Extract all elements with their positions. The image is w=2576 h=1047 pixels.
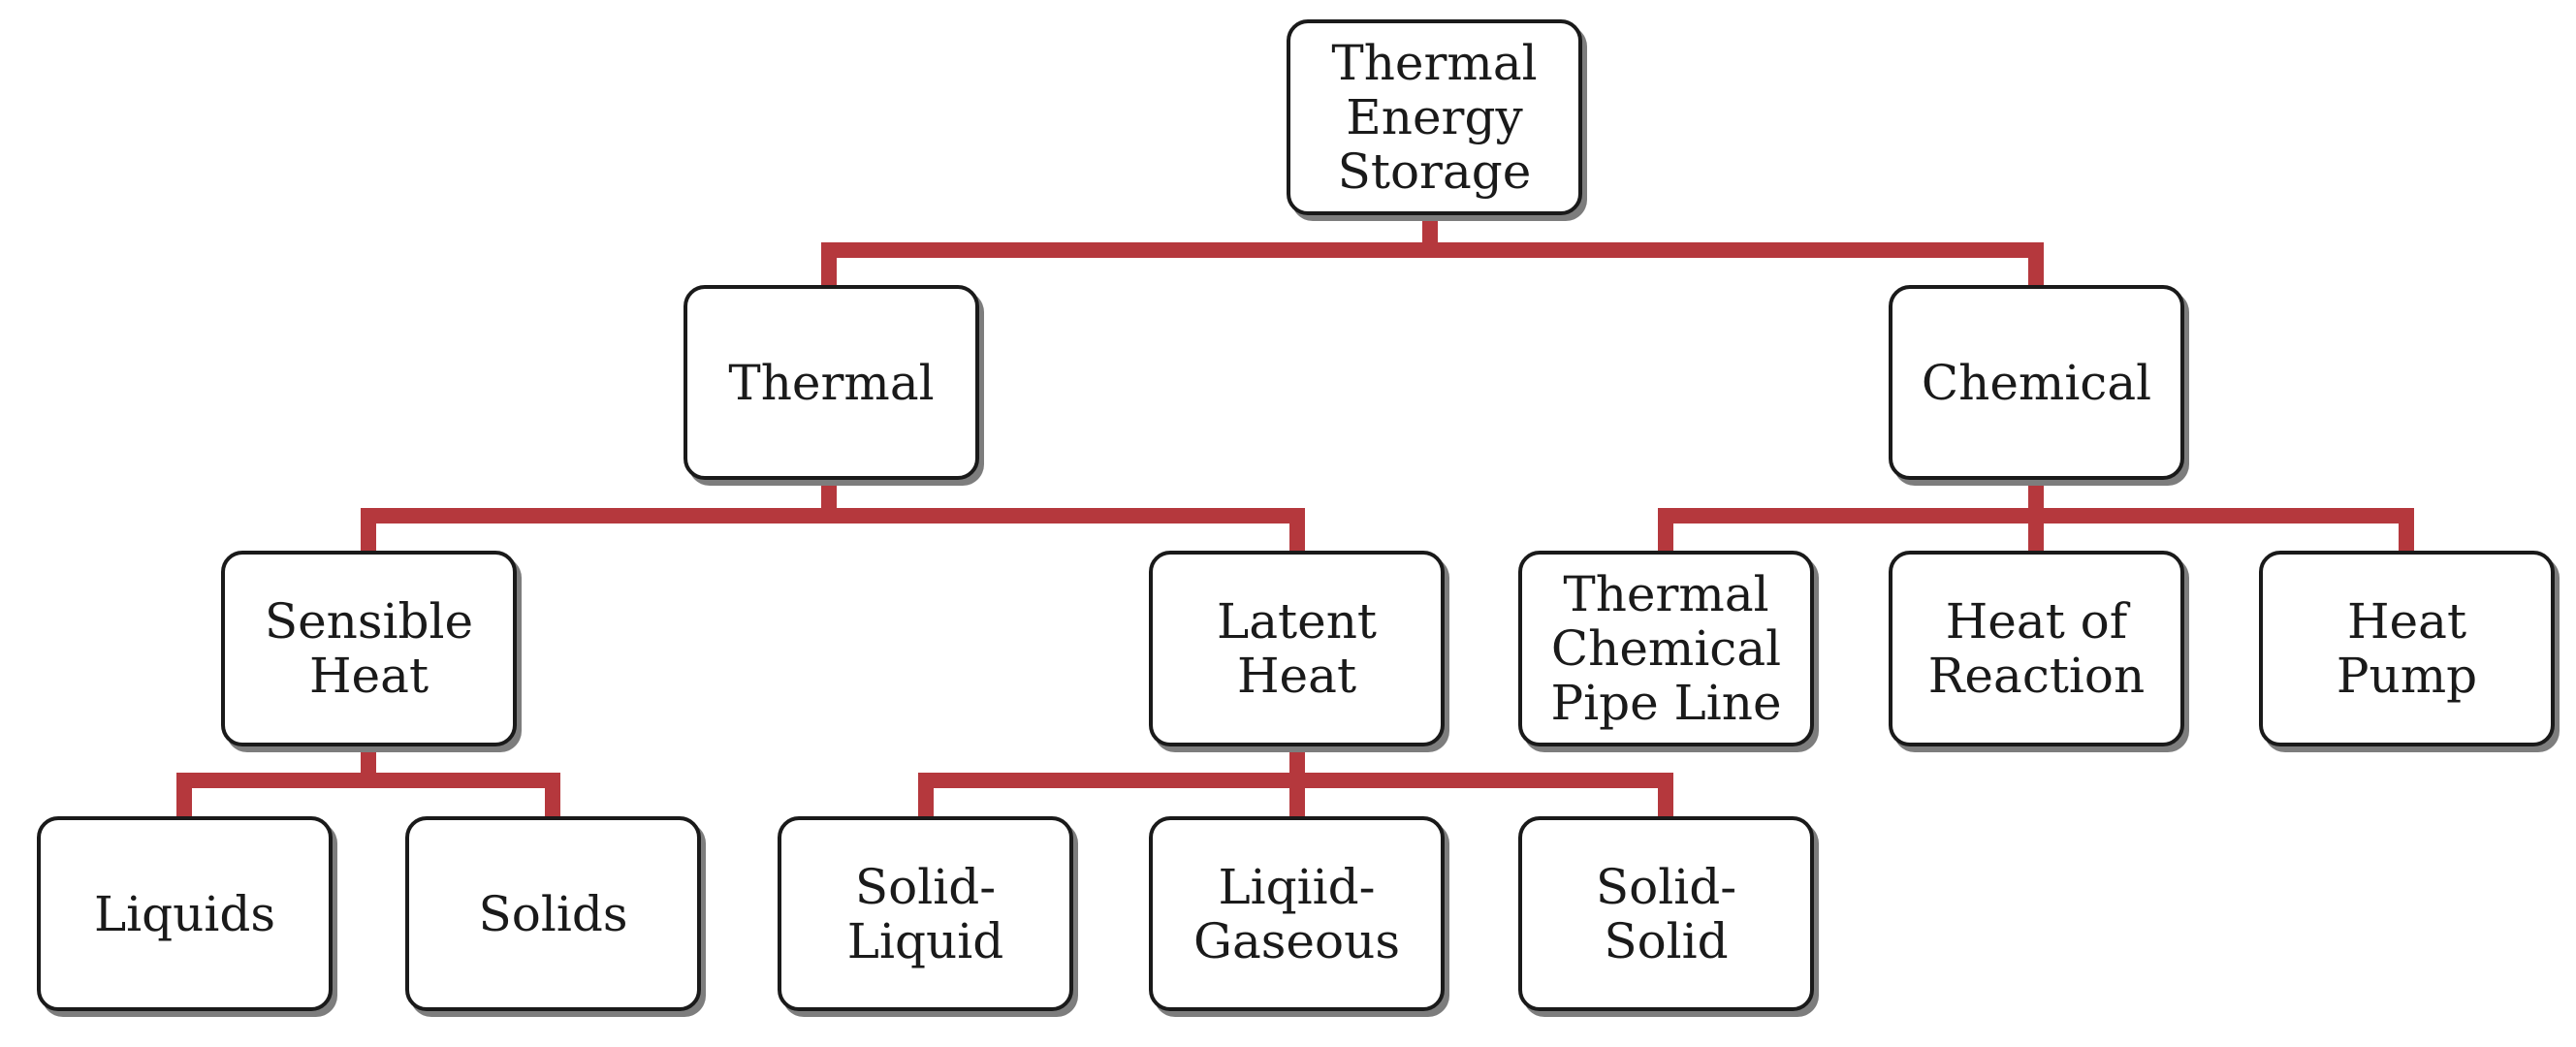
node-label: Solid- Solid [1595,858,1737,969]
node-label: Heat of Reaction [1927,593,2146,704]
node-label: Sensible Heat [264,593,474,704]
connector-group [176,207,2414,824]
node-chemical: Chemical [1889,285,2184,480]
node-thermal-energy-storage: Thermal Energy Storage [1287,19,1582,215]
node-solid-liquid: Solid- Liquid [778,816,1073,1011]
node-heat-pump: Heat Pump [2259,551,2555,746]
node-solid-solid: Solid- Solid [1518,816,1814,1011]
node-sensible-heat: Sensible Heat [221,551,517,746]
node-thermal: Thermal [684,285,979,480]
node-latent-heat: Latent Heat [1149,551,1445,746]
node-label: Liqiid- Gaseous [1193,858,1400,969]
node-heat-of-reaction: Heat of Reaction [1889,551,2184,746]
node-label: Thermal Chemical Pipe Line [1550,566,1782,731]
node-label: Liquids [93,885,276,942]
node-thermal-chemical-pipe-line: Thermal Chemical Pipe Line [1518,551,1814,746]
node-label: Solids [478,885,628,942]
node-label: Chemical [1921,354,2152,411]
node-liqiid-gaseous: Liqiid- Gaseous [1149,816,1445,1011]
node-liquids: Liquids [37,816,333,1011]
node-label: Heat Pump [2336,593,2478,704]
node-label: Latent Heat [1217,593,1377,704]
node-solids: Solids [405,816,701,1011]
node-label: Thermal [728,354,935,411]
node-label: Thermal Energy Storage [1331,35,1538,200]
node-label: Solid- Liquid [846,858,1004,969]
